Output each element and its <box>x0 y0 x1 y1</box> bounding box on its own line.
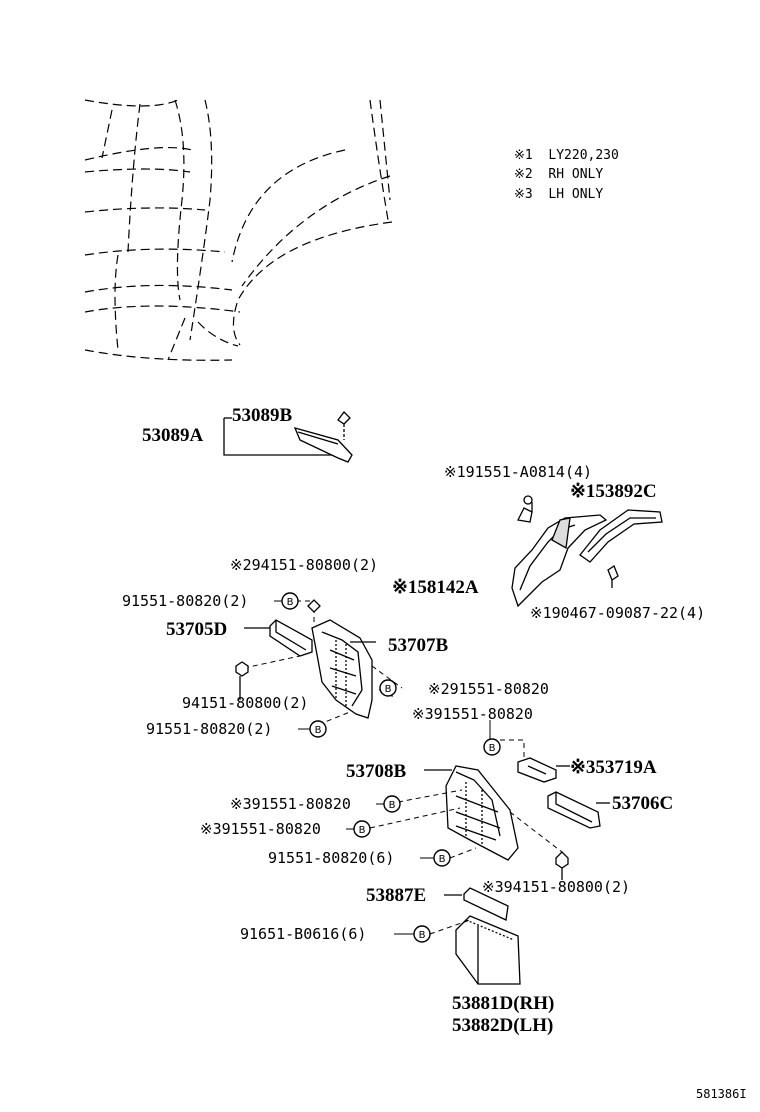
liner-58142A <box>511 495 608 608</box>
part-label-90467-09087-22: ※190467-09087-22(4) <box>530 604 706 622</box>
part-label-94151-80800-lh: ※394151-80800(2) <box>482 878 631 896</box>
part-label-91551-80820-2b: 91551-80820(2) <box>146 720 273 738</box>
bracket-53705D <box>244 619 313 657</box>
part-label-91551-80820-rh: ※291551-80820 <box>428 680 549 698</box>
note-mark: ※1 <box>514 148 533 163</box>
note-text: RH ONLY <box>548 167 604 182</box>
reinforcement-53887E <box>444 887 509 921</box>
part-label-53887E: 53887E <box>366 885 427 906</box>
bracket-53719A <box>517 757 570 783</box>
diagram-code: 581386I <box>696 1087 747 1101</box>
vehicle-body-outline <box>84 99 393 361</box>
part-label-91551-80820-lh-1: ※391551-80820 <box>230 795 351 813</box>
brace-53892C <box>579 509 663 588</box>
part-label-53705D: 53705D <box>166 619 228 640</box>
lh-fastener-lines <box>369 739 563 859</box>
part-label-53089A: 53089A <box>142 425 204 446</box>
part-label-53882D: 53882D(LH) <box>452 1015 554 1036</box>
part-label-53892C: ※153892C <box>570 481 657 502</box>
mud-flap-53881D <box>455 915 521 985</box>
part-label-53881D: 53881D(RH) <box>452 993 555 1014</box>
part-label-53719A: ※353719A <box>570 757 657 778</box>
part-label-91551-80820-lh-2: ※391551-80820 <box>200 820 321 838</box>
part-label-91551-80820-6: 91551-80820(6) <box>268 849 395 867</box>
rh-fastener-lines <box>243 600 403 729</box>
mudguard-53707B <box>311 619 376 719</box>
part-label-94151-80800-rh: ※294151-80800(2) <box>230 556 379 574</box>
part-label-91651-B0616: 91651-B0616(6) <box>240 925 367 943</box>
note-mark: ※3 <box>514 187 533 202</box>
mudguard-53708B <box>424 765 519 861</box>
note-text: LY220,230 <box>548 148 619 163</box>
part-label-91551-80820-2a: 91551-80820(2) <box>122 592 249 610</box>
part-label-58142A: ※158142A <box>392 577 479 598</box>
part-label-53706C: 53706C <box>612 793 674 814</box>
part-label-53708B: 53708B <box>346 761 407 782</box>
note-1: ※1 LY220,230 <box>514 149 619 162</box>
lh-fasteners <box>555 851 569 880</box>
note-2: ※2 RH ONLY <box>514 168 603 181</box>
part-label-53089B: 53089B <box>232 405 293 426</box>
part-label-91551-80820-lh-top: ※391551-80820 <box>412 705 533 723</box>
part-label-91551-A0814: ※191551-A0814(4) <box>444 463 593 481</box>
bracket-53089 <box>223 411 353 463</box>
part-label-94151-80800-2: 94151-80800(2) <box>182 694 309 712</box>
flap-fastener-line <box>429 919 471 935</box>
note-3: ※3 LH ONLY <box>514 188 603 201</box>
part-label-53707B: 53707B <box>388 635 449 656</box>
note-mark: ※2 <box>514 167 533 182</box>
bracket-53706C <box>547 791 610 829</box>
note-text: LH ONLY <box>548 187 604 202</box>
leader-lines <box>274 600 491 935</box>
